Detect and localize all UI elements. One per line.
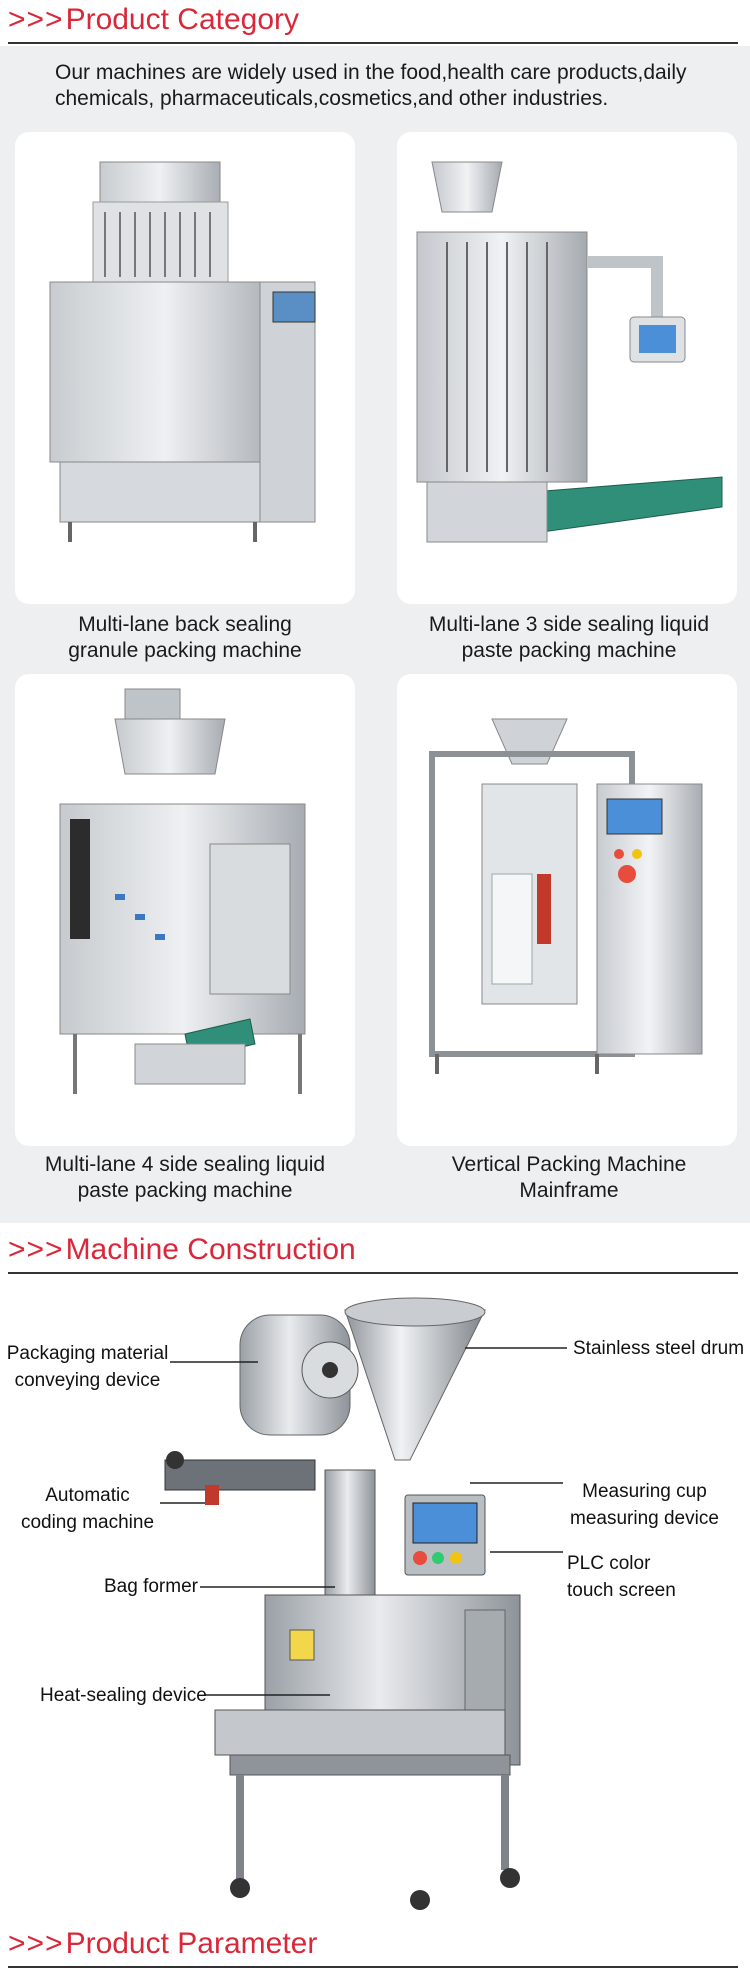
caption-vertical-mainframe: Vertical Packing Machine Mainframe [451, 1153, 687, 1202]
product-card-vertical-mainframe[interactable] [397, 674, 737, 1146]
callout-packaging-material: Packaging material conveying device [6, 1343, 169, 1391]
caption-4-side-sealing: Multi-lane 4 side sealing liquid paste p… [44, 1153, 326, 1202]
machine-image-back-sealing [49, 161, 316, 542]
callout-measuring-cup: Measuring cup measuring device [570, 1481, 719, 1529]
section-title-product-parameter: >>>Product Parameter [8, 1926, 738, 1968]
intro-text: Our machines are widely used in the food… [55, 61, 687, 110]
callout-heat-sealing: Heat-sealing device [40, 1685, 207, 1706]
product-card-4-side-sealing[interactable] [15, 674, 355, 1146]
callout-plc-screen: PLC color touch screen [567, 1553, 676, 1601]
callout-bag-former: Bag former [104, 1576, 198, 1597]
caption-3-side-sealing: Multi-lane 3 side sealing liquid paste p… [428, 613, 710, 662]
machine-image-vertical-mainframe [429, 718, 703, 1074]
callout-automatic-coding: Automatic coding machine [20, 1485, 155, 1533]
machine-image-3-side-sealing [416, 161, 723, 543]
machine-image-4-side-sealing [59, 688, 306, 1094]
product-card-3-side-sealing[interactable] [397, 132, 737, 604]
product-card-back-sealing[interactable] [15, 132, 355, 604]
callout-stainless-drum: Stainless steel drum [573, 1338, 745, 1359]
section-title-machine-construction: >>>Machine Construction [8, 1232, 738, 1274]
section-title-product-category: >>>Product Category [8, 2, 738, 44]
construction-machine-image [160, 1297, 567, 1910]
caption-back-sealing: Multi-lane back sealing granule packing … [68, 613, 302, 662]
